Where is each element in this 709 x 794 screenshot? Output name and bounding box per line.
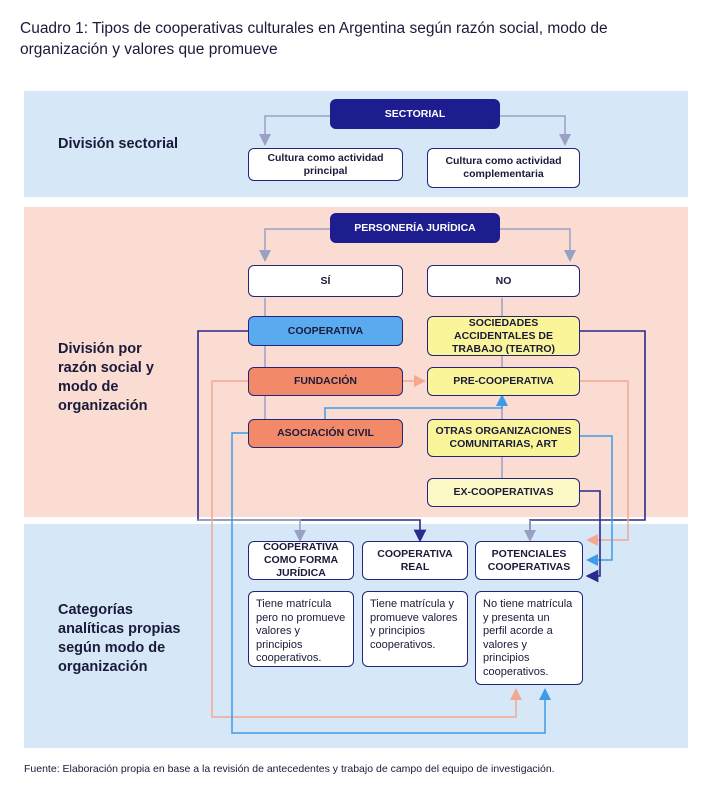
band-razon-social <box>24 207 688 517</box>
sociedades-accidentales-box: SOCIEDADES ACCIDENTALES DE TRABAJO (TEAT… <box>427 316 580 356</box>
personeria-left-branch <box>259 228 330 262</box>
potenciales-cooperativas-box: POTENCIALES COOPERATIVAS <box>475 541 583 580</box>
personeria-juridica-box: PERSONERÍA JURÍDICA <box>330 213 500 243</box>
section-label-sectorial: División sectorial <box>58 136 179 152</box>
fundacion-box: FUNDACIÓN <box>248 367 403 396</box>
section-label-razon-social: División por razón social y modo de orga… <box>58 341 154 414</box>
asociacion-civil-box: ASOCIACIÓN CIVIL <box>248 419 403 448</box>
cooperativa-real-box: COOPERATIVA REAL <box>362 541 468 580</box>
personeria-right-branch <box>500 228 576 262</box>
to-forma-juridica-arrow <box>198 519 306 542</box>
si-box: SÍ <box>248 265 403 297</box>
figure-title: Cuadro 1: Tipos de cooperativas cultural… <box>20 20 608 58</box>
cooperativa-box: COOPERATIVA <box>248 316 403 346</box>
forma-juridica-description: Tiene matrícula pero no promueve valores… <box>248 591 354 667</box>
source-footnote: Fuente: Elaboración propia en base a la … <box>24 763 555 775</box>
potenciales-cooperativas-description: No tiene matrícula y presenta un perfil … <box>475 591 583 685</box>
pre-cooperativa-box: PRE-COOPERATIVA <box>427 367 580 396</box>
sectorial-box: SECTORIAL <box>330 99 500 129</box>
otras-to-potenciales-arrow <box>580 435 613 566</box>
section-label-categorias: Categorías analíticas propias según modo… <box>58 602 181 675</box>
ex-cooperativas-box: EX-COOPERATIVAS <box>427 478 580 507</box>
asociacion-to-potenciales-arrow <box>231 432 551 734</box>
sectorial-left-branch <box>259 115 330 146</box>
asociacion-to-precoop-arrow <box>324 394 508 419</box>
cultura-complementaria-box: Cultura como actividad complementaria <box>427 148 580 188</box>
cultura-principal-box: Cultura como actividad principal <box>248 148 403 181</box>
precoop-to-potenciales-arrow <box>580 380 629 546</box>
cooperativa-real-description: Tiene matrícula y promueve valores y pri… <box>362 591 468 667</box>
no-box: NO <box>427 265 580 297</box>
forma-juridica-box: COOPERATIVA COMO FORMA JURÍDICA <box>248 541 354 580</box>
fundacion-to-potenciales-arrow <box>211 380 522 718</box>
otras-organizaciones-box: OTRAS ORGANIZACIONES COMUNITARIAS, ART <box>427 419 580 457</box>
sectorial-right-branch <box>500 115 571 146</box>
excoop-to-potenciales-arrow <box>580 490 601 583</box>
